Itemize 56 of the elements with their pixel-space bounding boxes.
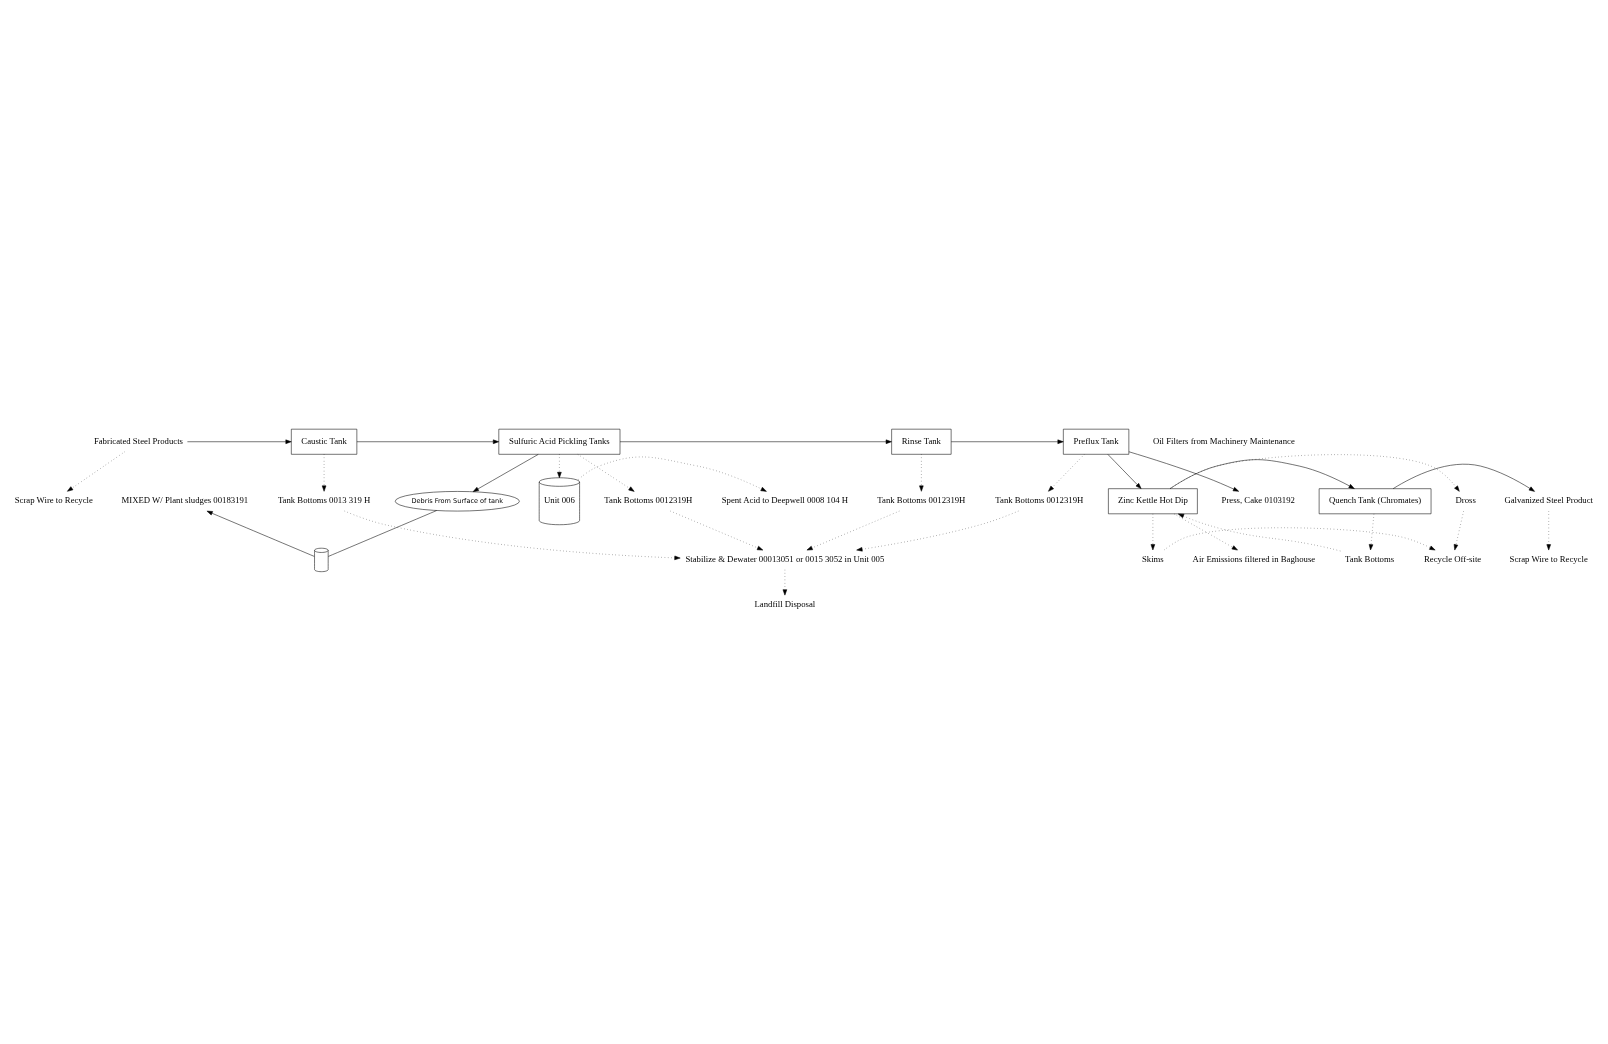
arrow	[577, 454, 635, 492]
node-text: Air Emissions filtered in Baghouse	[1192, 554, 1316, 565]
arrow	[1453, 511, 1464, 551]
arrow	[1368, 513, 1375, 551]
node-box: Sulfuric Acid Pickling Tanks	[498, 428, 621, 455]
arrow	[1150, 513, 1156, 551]
arrow	[557, 454, 562, 479]
node-text: Scrap Wire to Recycle	[14, 495, 93, 506]
node-text: Tank Bottoms 0012319H	[995, 495, 1084, 506]
node-box: Caustic Tank	[291, 428, 358, 455]
node-text: Fabricated Steel Products	[93, 435, 184, 446]
label: Oil Filters from Machinery Maintenance	[1152, 435, 1295, 446]
arrow	[1546, 511, 1551, 551]
arrow	[1178, 513, 1341, 552]
node-text: Tank Bottoms 0012319H	[604, 495, 693, 506]
arrow	[919, 454, 924, 492]
arrow	[806, 510, 900, 551]
node-text: Recycle Off-site	[1424, 554, 1482, 565]
node-text: Scrap Wire to Recycle	[1509, 554, 1588, 565]
arrow	[856, 510, 1019, 552]
node-text: MIXED W/ Plant sludges 00183191	[121, 495, 249, 506]
arrow	[321, 454, 327, 492]
arrow	[1392, 463, 1535, 492]
arrow	[950, 439, 1064, 444]
arrow	[1163, 527, 1436, 551]
arrow	[1169, 454, 1460, 492]
arrow	[1173, 513, 1238, 551]
arrow	[578, 456, 767, 492]
node-text: Tank Bottoms 0012319H	[877, 495, 966, 506]
node-text: Spent Acid to Deepwell 0008 104 H	[721, 495, 849, 506]
node-box: Zinc Kettle Hot Dip	[1108, 488, 1198, 515]
node-text: Tank Bottoms 0013 319 H	[277, 495, 371, 506]
arrow	[1107, 454, 1142, 489]
arrow	[670, 510, 764, 551]
node-box: Preflux Tank	[1063, 428, 1130, 455]
node-text: Stabilize & Dewater 00013051 or 0015 3052 in Unit 005	[685, 554, 885, 565]
arrow	[472, 454, 539, 492]
node-text: Galvanized Steel Product	[1504, 495, 1594, 506]
arrow	[1048, 454, 1085, 492]
arrow	[356, 439, 499, 444]
arrow	[187, 439, 292, 444]
arrow	[206, 510, 315, 557]
node-box: Quench Tank (Chromates)	[1318, 488, 1432, 515]
connector	[328, 510, 437, 557]
node-box: Rinse Tank	[891, 428, 952, 455]
node-text: Landfill Disposal	[754, 599, 816, 610]
arrow	[1169, 459, 1355, 489]
arrow	[619, 439, 892, 444]
arrow	[67, 451, 126, 492]
node-text: Press, Cake 0103192	[1221, 495, 1295, 506]
node-text: Skims	[1141, 554, 1164, 565]
node-text: Tank Bottoms	[1345, 554, 1395, 565]
arrow	[1128, 451, 1239, 492]
node-text: Dross	[1455, 495, 1476, 506]
arrow	[782, 569, 788, 596]
arrow	[344, 510, 681, 561]
